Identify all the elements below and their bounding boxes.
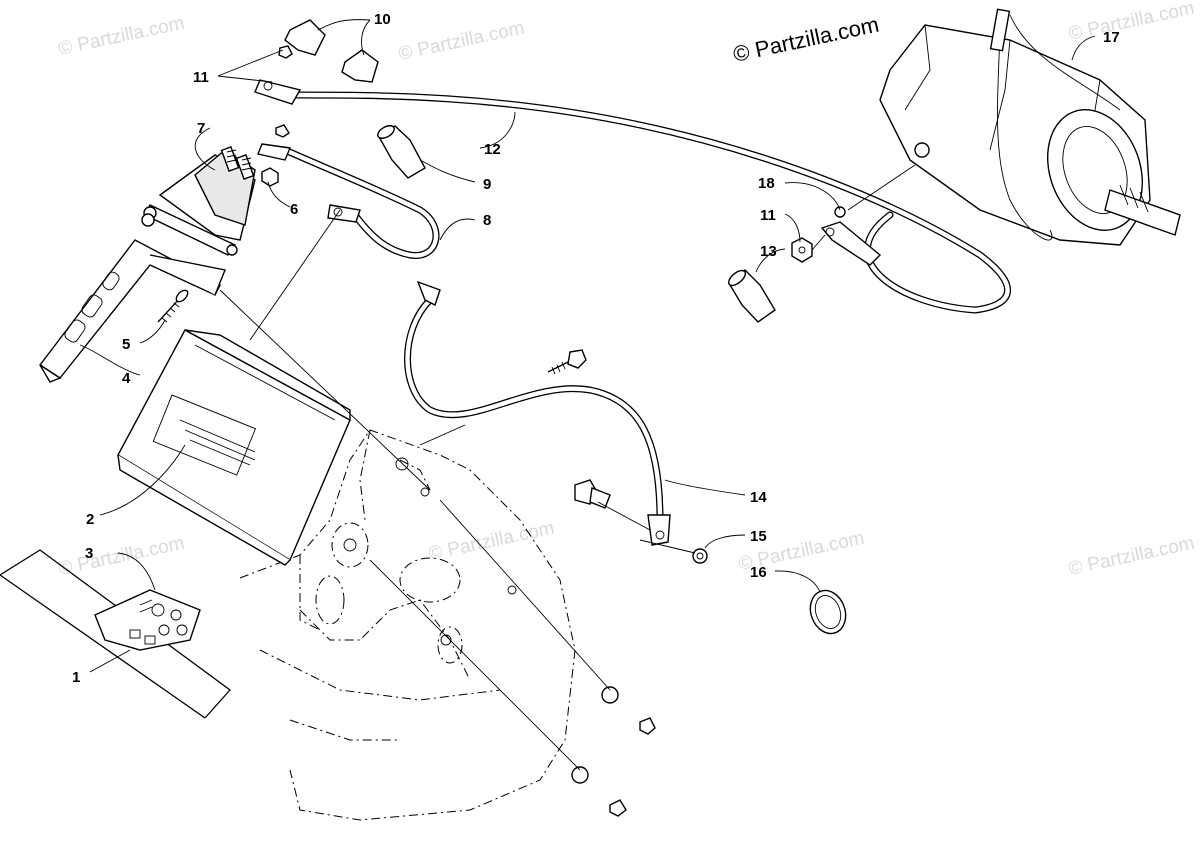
mount-hardware (571, 686, 656, 817)
bolt-lower (574, 479, 611, 509)
callout-15: 15 (750, 528, 767, 545)
terminal-boot-10 (284, 19, 379, 83)
ring-terminal (820, 206, 882, 266)
terminal-boot-9 (377, 125, 426, 179)
callout-16: 16 (750, 564, 767, 581)
hardware-kit (0, 549, 231, 719)
callout-6: 6 (290, 201, 298, 218)
callout-7: 7 (197, 120, 205, 137)
watermark-text: © Partzilla.com (397, 18, 527, 65)
callout-13: 13 (760, 243, 777, 260)
nut-6 (261, 167, 279, 187)
terminal-boot-13 (727, 269, 776, 323)
clamp-16 (809, 589, 847, 635)
copyright-text: © Partzilla.com (731, 12, 881, 67)
watermark-text: © Partzilla.com (57, 533, 187, 580)
callout-8: 8 (483, 212, 491, 229)
callout-4: 4 (122, 370, 131, 387)
battery-label (152, 394, 257, 476)
callout-14: 14 (750, 489, 767, 506)
starter-solenoid (141, 146, 256, 256)
callout-5: 5 (122, 336, 130, 353)
battery (117, 329, 351, 566)
cable-12 (254, 79, 1012, 314)
callout-3: 3 (85, 545, 93, 562)
callout-labels: 1 2 3 4 5 6 7 8 9 10 11 11 12 13 14 15 1… (72, 11, 1120, 686)
watermark-text: © Partzilla.com (1067, 533, 1197, 580)
callout-11: 11 (193, 69, 209, 86)
starter-motor (879, 8, 1181, 246)
callout-17: 17 (1103, 29, 1120, 46)
battery-strap (38, 239, 226, 383)
callout-1: 1 (72, 669, 80, 686)
callout-18: 18 (758, 175, 775, 192)
cable-14 (404, 280, 671, 546)
bolt-upper (547, 349, 587, 375)
leader-lines (79, 19, 1096, 771)
lock-washer-15 (692, 548, 708, 564)
screw-5 (157, 289, 189, 323)
watermark-text: © Partzilla.com (1067, 0, 1197, 45)
callout-11: 11 (760, 207, 776, 224)
callout-9: 9 (483, 176, 491, 193)
callout-10: 10 (374, 11, 391, 28)
callout-12: 12 (484, 141, 501, 158)
callout-2: 2 (86, 511, 94, 528)
cable-8 (257, 143, 440, 259)
nuts-11 (275, 45, 813, 263)
watermark-text: © Partzilla.com (57, 13, 187, 60)
